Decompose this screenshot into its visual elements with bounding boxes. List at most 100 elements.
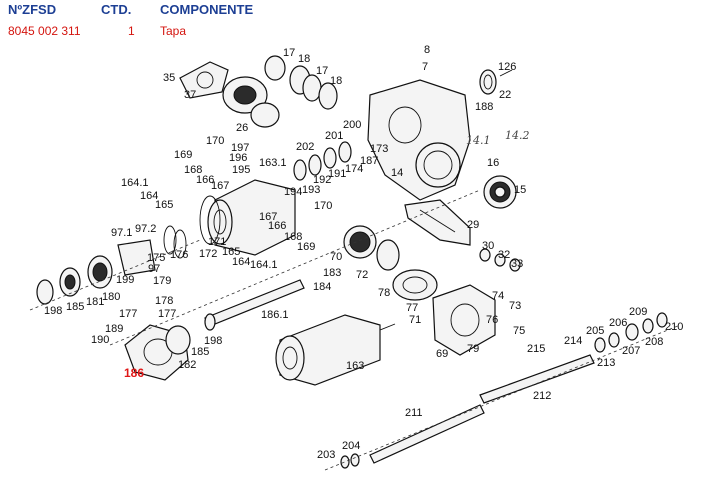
part-label: 33 — [511, 258, 523, 270]
part-label: 190 — [91, 334, 109, 346]
part-label: 126 — [498, 61, 516, 73]
part-label: 174 — [345, 163, 363, 175]
part-label: 195 — [232, 164, 250, 176]
part-label: 18 — [330, 75, 342, 87]
shaft-211 — [369, 404, 485, 464]
part-label: 178 — [155, 295, 173, 307]
part-label: 35 — [163, 72, 175, 84]
part-label: 179 — [153, 275, 171, 287]
part-label: 172 — [199, 248, 217, 260]
tapered-bearing-15 — [483, 175, 517, 209]
part-label: 164.1 — [250, 259, 278, 271]
pinion-shaft-29 — [404, 199, 471, 246]
part-label: 194 — [284, 186, 302, 198]
part-label: 203 — [317, 449, 335, 461]
part-label: 197 — [231, 142, 249, 154]
part-label: 189 — [105, 323, 123, 335]
part-label: 180 — [102, 291, 120, 303]
part-label: 26 — [236, 122, 248, 134]
part-label: 166 — [268, 220, 286, 232]
bearing-housing-37 — [222, 76, 280, 128]
part-label: 186.1 — [261, 309, 289, 321]
main-housing-14 — [367, 79, 471, 201]
part-label: 14.1 — [466, 134, 491, 147]
piston-163 — [275, 314, 396, 386]
part-label: 196 — [229, 152, 247, 164]
part-label: 7 — [422, 61, 428, 73]
seal-rings-188-22 — [479, 69, 513, 95]
part-label: 72 — [356, 269, 368, 281]
part-label: 78 — [378, 287, 390, 299]
ring-parts-top — [264, 55, 338, 110]
part-label: 76 — [486, 314, 498, 326]
part-label: 207 — [622, 345, 640, 357]
part-label: 164.1 — [121, 177, 149, 189]
part-label: 77 — [406, 302, 418, 314]
part-label: 209 — [629, 306, 647, 318]
part-label: 175 — [147, 252, 165, 264]
row-quantity: 1 — [128, 24, 135, 38]
bearing-70 — [343, 225, 377, 259]
part-label: 37 — [184, 89, 196, 101]
part-label: 18 — [298, 53, 310, 65]
side-cover-69 — [432, 284, 496, 356]
part-label: 183 — [323, 267, 341, 279]
part-label: 16 — [487, 157, 499, 169]
part-label: 198 — [44, 305, 62, 317]
part-label: 214 — [564, 335, 582, 347]
part-label: 205 — [586, 325, 604, 337]
small-rings-203-204 — [340, 453, 360, 469]
part-label: 75 — [513, 325, 525, 337]
part-label: 193 — [302, 184, 320, 196]
highlighted-part-label: 186 — [124, 366, 144, 380]
part-label: 73 — [509, 300, 521, 312]
part-label: 14 — [391, 167, 403, 179]
part-label: 14.2 — [505, 129, 530, 142]
part-label: 163.1 — [259, 157, 287, 169]
header-part-number: NºZFSD — [8, 2, 57, 17]
part-label: 188 — [475, 101, 493, 113]
part-label: 200 — [343, 119, 361, 131]
part-label: 184 — [313, 281, 331, 293]
part-label: 210 — [665, 321, 683, 333]
seal-rings-191-194 — [293, 141, 352, 181]
part-label: 192 — [313, 174, 331, 186]
part-label: 177 — [158, 308, 176, 320]
part-label: 69 — [436, 348, 448, 360]
part-label: 187 — [360, 155, 378, 167]
shaft-212 — [479, 354, 595, 404]
end-cap-97 — [117, 239, 156, 276]
row-part-number: 8045 002 311 — [8, 24, 81, 38]
part-label: 213 — [597, 357, 615, 369]
part-label: 165 — [222, 246, 240, 258]
header-component: COMPONENTE — [160, 2, 254, 17]
part-label: 185 — [66, 301, 84, 313]
part-label: 211 — [405, 407, 423, 419]
part-label: 173 — [370, 143, 388, 155]
part-label: 70 — [330, 251, 342, 263]
part-label: 169 — [297, 241, 315, 253]
part-label: 168 — [284, 231, 302, 243]
part-label: 97.2 — [135, 223, 156, 235]
part-label: 164 — [140, 190, 158, 202]
part-label: 201 — [325, 130, 343, 142]
row-component: Tapa — [160, 24, 187, 38]
part-label: 198 — [204, 335, 222, 347]
part-label: 170 — [314, 200, 332, 212]
part-label: 32 — [498, 249, 510, 261]
part-label: 74 — [492, 290, 504, 302]
part-label: 212 — [533, 390, 551, 402]
part-label: 168 — [184, 164, 202, 176]
part-label: 202 — [296, 141, 314, 153]
small-rings-205-210 — [594, 312, 668, 353]
cover-186 — [124, 324, 191, 381]
cover-plate-35 — [179, 61, 229, 99]
part-label: 29 — [467, 219, 479, 231]
part-label: 191 — [328, 168, 346, 180]
part-label: 15 — [514, 184, 526, 196]
part-label: 22 — [499, 89, 511, 101]
part-label: 169 — [174, 149, 192, 161]
part-label: 208 — [645, 336, 663, 348]
part-label: 204 — [342, 440, 360, 452]
